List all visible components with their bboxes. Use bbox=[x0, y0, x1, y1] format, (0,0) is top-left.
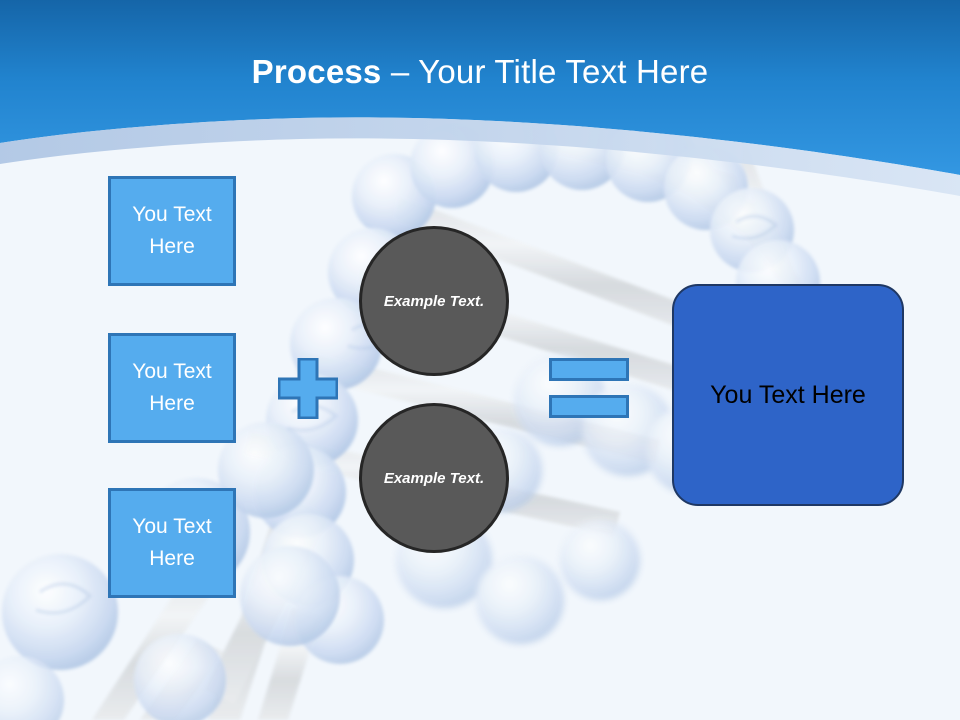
slide-title: Process – Your Title Text Here bbox=[0, 52, 960, 92]
example-circle-2[interactable]: Example Text. bbox=[359, 403, 509, 553]
slide-title-rest: – Your Title Text Here bbox=[381, 53, 709, 90]
input-box-1[interactable]: You Text Here bbox=[108, 176, 236, 286]
equals-bar-bottom bbox=[549, 395, 629, 418]
equals-bar-top bbox=[549, 358, 629, 381]
input-box-3[interactable]: You Text Here bbox=[108, 488, 236, 598]
equals-operator[interactable] bbox=[549, 358, 629, 418]
input-box-2[interactable]: You Text Here bbox=[108, 333, 236, 443]
result-box-label: You Text Here bbox=[710, 380, 866, 409]
plus-operator[interactable] bbox=[278, 358, 338, 419]
input-box-1-label: You Text Here bbox=[132, 203, 212, 258]
example-circle-2-label: Example Text. bbox=[383, 469, 485, 487]
result-box[interactable]: You Text Here bbox=[672, 284, 904, 506]
slide-title-strong: Process bbox=[251, 53, 382, 90]
example-circle-1[interactable]: Example Text. bbox=[359, 226, 509, 376]
input-box-2-label: You Text Here bbox=[132, 360, 212, 415]
header-banner bbox=[0, 0, 960, 196]
plus-icon bbox=[278, 358, 338, 419]
input-box-3-label: You Text Here bbox=[132, 515, 212, 570]
example-circle-1-label: Example Text. bbox=[383, 292, 485, 310]
